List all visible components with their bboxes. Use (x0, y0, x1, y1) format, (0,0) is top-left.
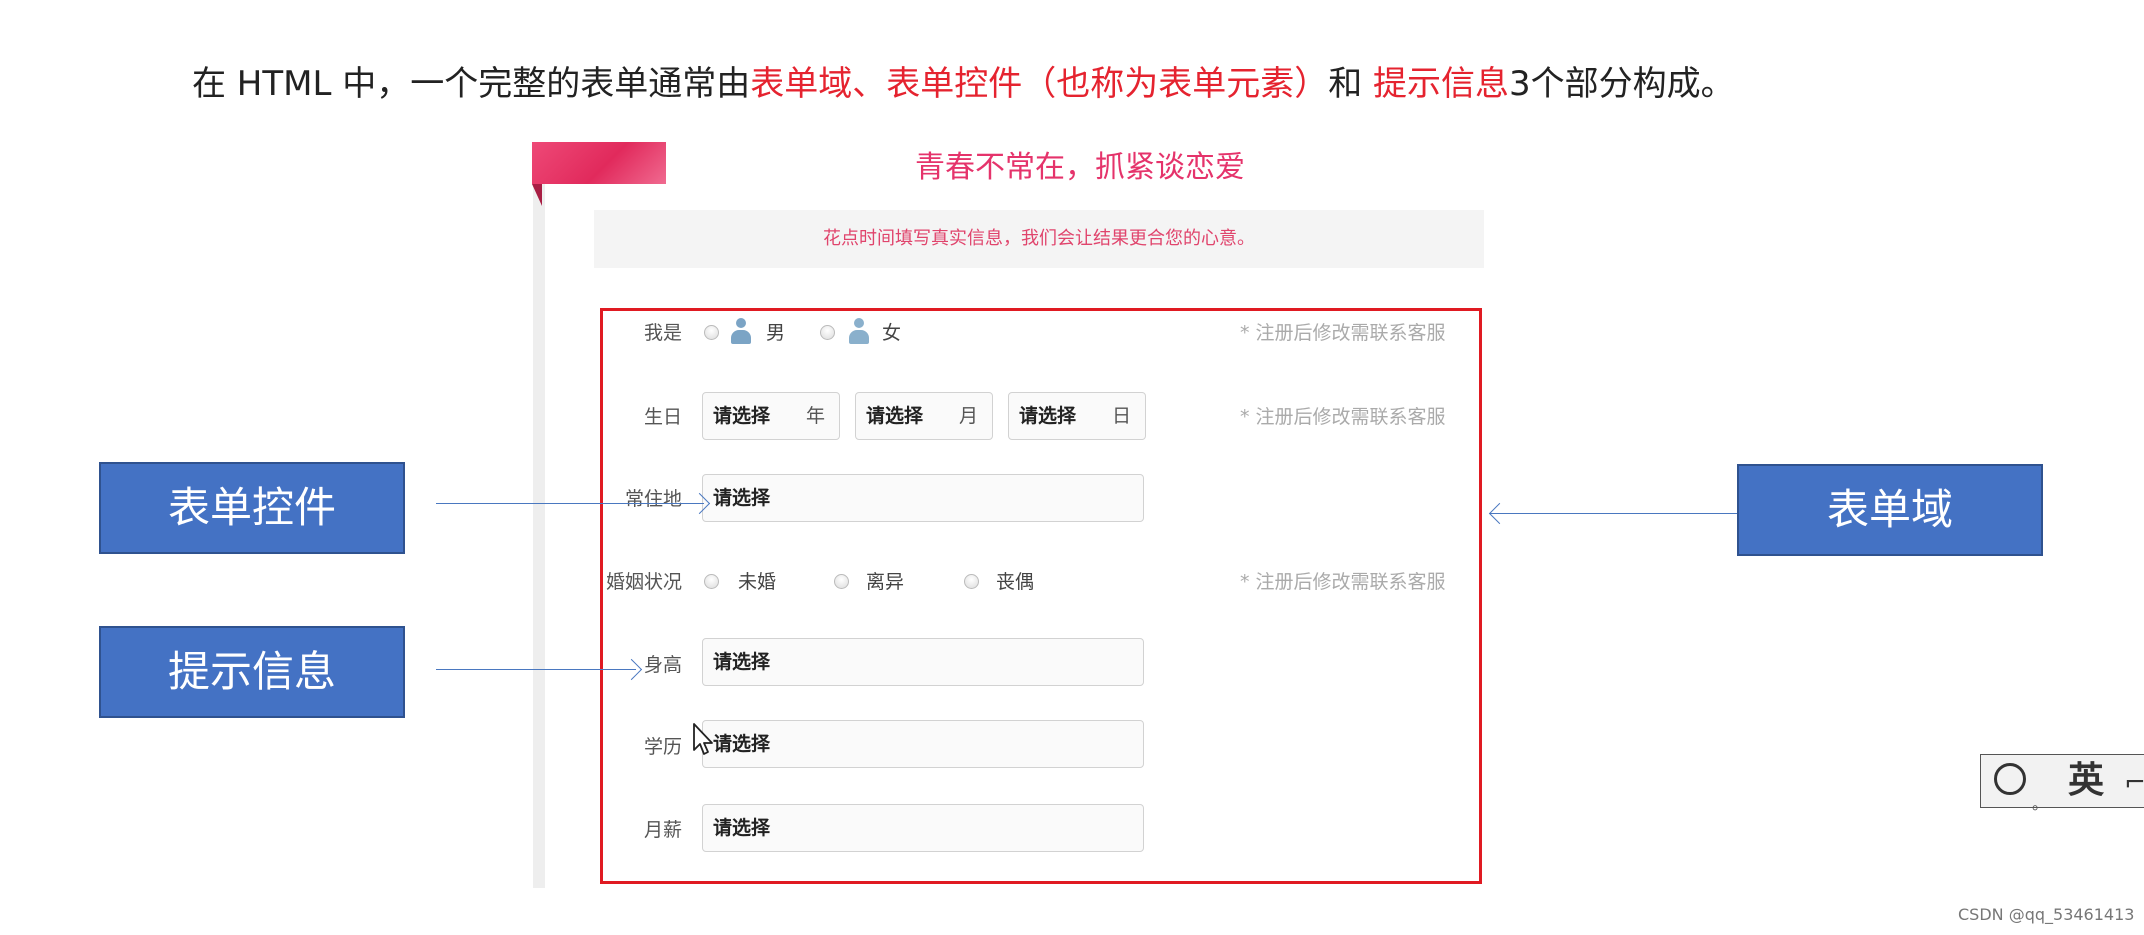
form-field-frame (600, 308, 1482, 884)
marital-widowed-radio[interactable] (964, 574, 979, 589)
male-icon (730, 318, 752, 344)
residence-select[interactable]: 请选择 (702, 474, 1144, 522)
education-value: 请选择 (713, 733, 771, 755)
marital-label: 婚姻状况 (605, 571, 682, 593)
gender-female-radio[interactable] (820, 325, 835, 340)
arrow-form-control (436, 503, 704, 504)
birthday-year-unit: 年 (805, 405, 825, 427)
notice-text: 花点时间填写真实信息，我们会让结果更合您的心意。 (823, 228, 1255, 249)
heading-highlight-field-controls: 表单域、表单控件（也称为表单元素） (750, 64, 1329, 104)
height-select[interactable]: 请选择 (702, 638, 1144, 686)
birthday-hint: * 注册后修改需联系客服 (1240, 406, 1446, 428)
ime-logo-icon (1994, 763, 2026, 795)
annotation-form-field: 表单域 (1737, 464, 2043, 556)
salary-label: 月薪 (643, 819, 682, 841)
heading-part3: 和 (1328, 64, 1374, 104)
height-value: 请选择 (713, 651, 771, 673)
card-side-strip (533, 150, 545, 888)
height-label: 身高 (643, 654, 682, 676)
female-icon (848, 318, 870, 344)
education-select[interactable]: 请选择 (702, 720, 1144, 768)
gender-female-label: 女 (882, 322, 902, 344)
residence-value: 请选择 (713, 487, 771, 509)
marital-divorced-label: 离异 (866, 571, 905, 593)
birthday-month-value: 请选择 (866, 405, 924, 427)
heading-highlight-prompt: 提示信息 (1373, 64, 1510, 104)
arrowhead-form-field (1488, 502, 1511, 525)
marital-widowed-label: 丧偶 (996, 571, 1035, 593)
annotation-form-control: 表单控件 (99, 462, 405, 554)
birthday-year-value: 请选择 (713, 405, 771, 427)
heading-part1: 在 HTML 中，一个完整的表单通常由 (192, 64, 751, 104)
ime-more-icon: ⌐ (2124, 768, 2144, 798)
mouse-cursor-icon (692, 722, 718, 758)
notice-box (594, 210, 1484, 268)
salary-select[interactable]: 请选择 (702, 804, 1144, 852)
gender-male-label: 男 (766, 322, 786, 344)
birthday-month-select[interactable]: 请选择 月 (855, 392, 993, 440)
heading-sentence: 在 HTML 中，一个完整的表单通常由表单域、表单控件（也称为表单元素）和 提示… (192, 58, 1735, 110)
gender-male-radio[interactable] (704, 325, 719, 340)
marital-single-radio[interactable] (704, 574, 719, 589)
arrow-prompt-info (436, 669, 636, 670)
gender-hint: * 注册后修改需联系客服 (1240, 322, 1446, 344)
form-title: 青春不常在，抓紧谈恋爱 (915, 150, 1245, 185)
marital-divorced-radio[interactable] (834, 574, 849, 589)
watermark: CSDN @qq_53461413 (1958, 905, 2135, 924)
marital-hint: * 注册后修改需联系客服 (1240, 571, 1446, 593)
gender-label: 我是 (643, 322, 682, 344)
marital-single-label: 未婚 (738, 571, 777, 593)
residence-label: 常住地 (624, 488, 682, 510)
arrow-form-field (1490, 513, 1737, 514)
birthday-day-unit: 日 (1111, 405, 1131, 427)
birthday-day-select[interactable]: 请选择 日 (1008, 392, 1146, 440)
corner-ribbon (532, 142, 666, 184)
annotation-prompt-info: 提示信息 (99, 626, 405, 718)
salary-value: 请选择 (713, 817, 771, 839)
birthday-day-value: 请选择 (1019, 405, 1077, 427)
birthday-label: 生日 (643, 406, 682, 428)
ribbon-fold (532, 184, 542, 206)
ime-separator: 。 (2032, 794, 2049, 813)
birthday-year-select[interactable]: 请选择 年 (702, 392, 840, 440)
education-label: 学历 (643, 736, 682, 758)
birthday-month-unit: 月 (958, 405, 978, 427)
heading-part5: 3个部分构成。 (1509, 64, 1735, 104)
ime-language-toggle[interactable]: 英 (2068, 760, 2105, 801)
